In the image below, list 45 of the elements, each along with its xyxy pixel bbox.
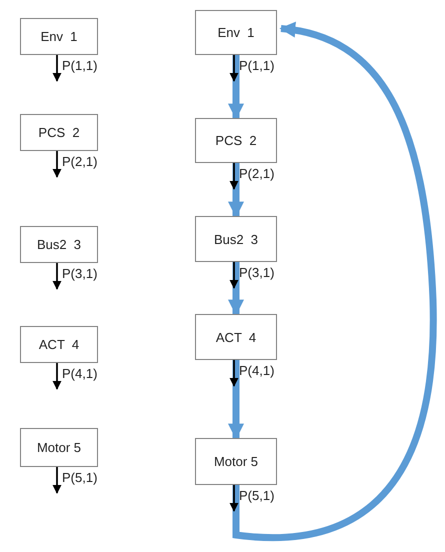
arrow	[230, 262, 238, 289]
arrow	[52, 151, 62, 178]
edge-label: P(3,1)	[62, 266, 98, 281]
box-label: Env 1	[40, 29, 78, 44]
process-box	[20, 226, 98, 263]
box-label: Motor 5	[214, 454, 258, 469]
box-label: ACT 4	[216, 330, 256, 344]
edge-label: P(2,1)	[62, 154, 98, 169]
process-box	[195, 314, 277, 360]
process-box	[195, 118, 277, 163]
process-box	[20, 114, 98, 151]
process-box	[195, 438, 277, 485]
arrow	[230, 360, 238, 387]
box-label: Bus2 3	[214, 232, 258, 246]
arrow	[52, 467, 62, 494]
arrow	[230, 55, 238, 82]
arrow	[228, 360, 244, 440]
arrow	[230, 485, 238, 512]
arrow	[52, 363, 62, 390]
edge-label: P(1,1)	[239, 58, 274, 73]
box-label: Env 1	[218, 25, 254, 40]
edge-label: P(4,1)	[62, 366, 98, 381]
box-label: Motor 5	[36, 440, 82, 455]
box-label: PCS 2	[215, 133, 257, 148]
process-box	[20, 326, 98, 363]
arrow	[230, 163, 238, 190]
box-label: ACT 4	[38, 337, 80, 352]
arrow	[228, 163, 244, 218]
edge-label: P(3,1)	[239, 265, 274, 280]
arrow	[228, 55, 244, 120]
process-box	[20, 428, 98, 467]
arrow	[232, 22, 436, 541]
edge-label: P(2,1)	[239, 166, 274, 181]
arrow	[52, 263, 62, 290]
process-box	[195, 10, 277, 55]
edge-label: P(1,1)	[62, 58, 98, 73]
arrow	[52, 55, 62, 82]
edge-label: P(5,1)	[62, 470, 98, 485]
arrow	[228, 262, 244, 316]
edge-label: P(4,1)	[239, 363, 274, 378]
process-box	[195, 216, 277, 262]
edge-label: P(5,1)	[239, 488, 274, 503]
box-label: Bus2 3	[36, 237, 82, 252]
box-label: PCS 2	[38, 125, 80, 140]
process-box	[20, 18, 98, 55]
